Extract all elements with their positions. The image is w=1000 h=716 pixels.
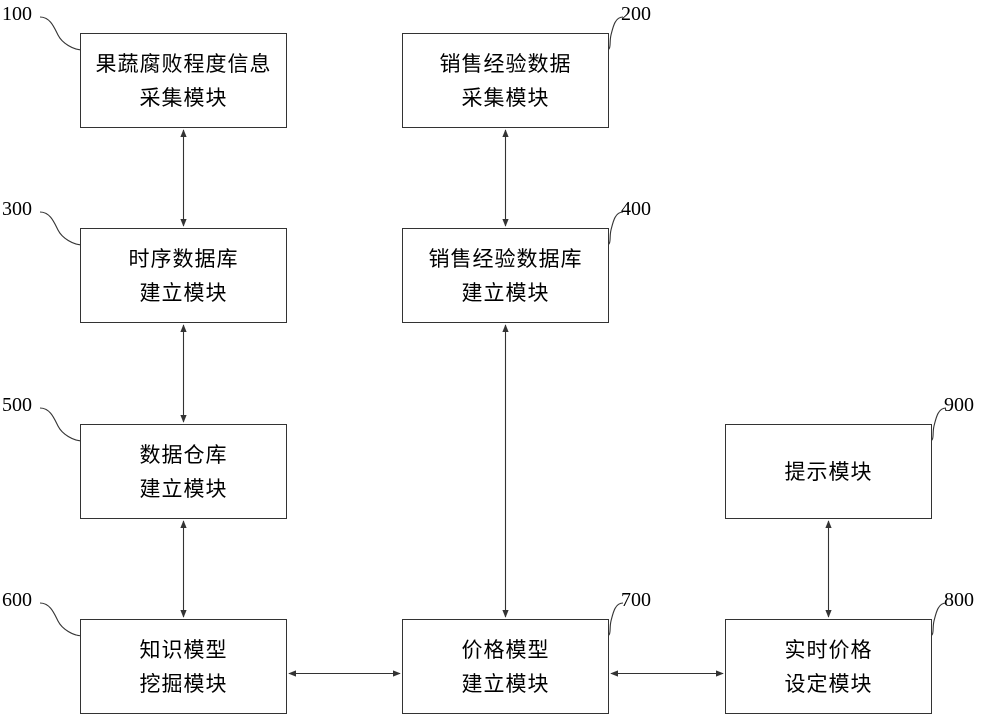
module-label-line: 挖掘模块 [139, 671, 228, 696]
module-box-500: 数据仓库建立模块 [80, 424, 287, 519]
callout-curve-200 [605, 16, 624, 51]
ref-number-800: 800 [944, 589, 974, 611]
ref-number-100: 100 [2, 3, 32, 25]
callout-curve-300 [39, 211, 84, 246]
module-label-line: 建立模块 [139, 476, 228, 501]
callout-curve-500 [39, 407, 84, 442]
module-label-line: 采集模块 [139, 85, 228, 110]
ref-number-400: 400 [621, 198, 651, 220]
ref-number-700: 700 [621, 589, 651, 611]
module-label-line: 提示模块 [784, 459, 873, 484]
module-box-700: 价格模型建立模块 [402, 619, 609, 714]
module-label-line: 销售经验数据库 [428, 246, 583, 271]
callout-curve-700 [605, 602, 624, 637]
module-box-100: 果蔬腐败程度信息采集模块 [80, 33, 287, 128]
module-box-600: 知识模型挖掘模块 [80, 619, 287, 714]
module-box-900: 提示模块 [725, 424, 932, 519]
callout-curve-800 [928, 602, 947, 637]
ref-number-600: 600 [2, 589, 32, 611]
ref-number-500: 500 [2, 394, 32, 416]
module-box-800: 实时价格设定模块 [725, 619, 932, 714]
module-label-line: 价格模型 [461, 637, 550, 662]
module-label-line: 建立模块 [461, 671, 550, 696]
module-label-line: 知识模型 [139, 637, 228, 662]
ref-number-300: 300 [2, 198, 32, 220]
module-label-line: 设定模块 [784, 671, 873, 696]
module-box-300: 时序数据库建立模块 [80, 228, 287, 323]
callout-curve-600 [39, 602, 84, 637]
module-label-line: 建立模块 [461, 280, 550, 305]
module-label-line: 实时价格 [784, 637, 873, 662]
module-label-line: 建立模块 [139, 280, 228, 305]
module-label-line: 采集模块 [461, 85, 550, 110]
callout-curve-400 [605, 211, 624, 246]
callout-curve-900 [928, 407, 947, 442]
ref-number-200: 200 [621, 3, 651, 25]
callout-curve-100 [39, 16, 84, 51]
module-box-200: 销售经验数据采集模块 [402, 33, 609, 128]
module-label-line: 销售经验数据 [439, 51, 572, 76]
module-label-line: 时序数据库 [128, 246, 239, 271]
module-label-line: 数据仓库 [139, 442, 228, 467]
ref-number-900: 900 [944, 394, 974, 416]
module-box-400: 销售经验数据库建立模块 [402, 228, 609, 323]
module-label-line: 果蔬腐败程度信息 [95, 51, 272, 76]
